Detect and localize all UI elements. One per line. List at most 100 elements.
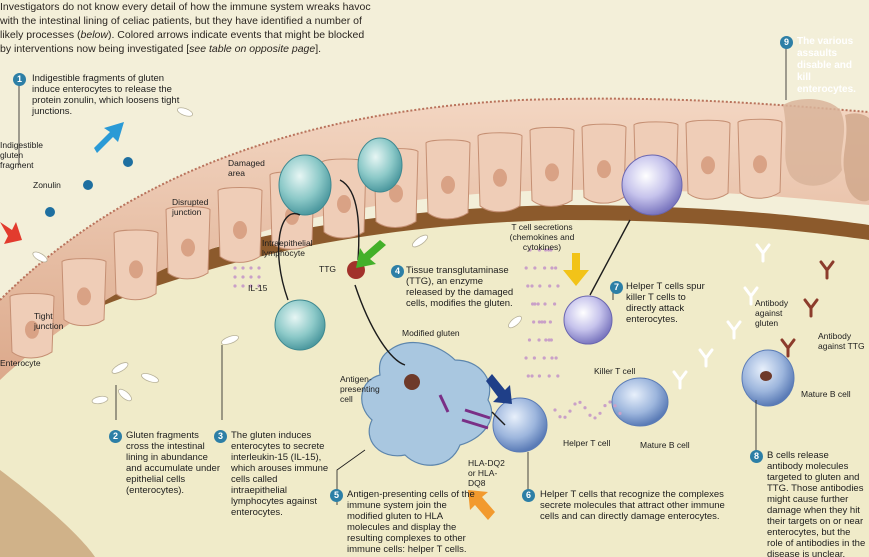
secretion-dot (549, 248, 553, 252)
label-mature-b-cell-2: Mature B cell (801, 389, 851, 399)
enterocyte-nucleus (493, 168, 507, 187)
secretion-dot (249, 284, 253, 288)
intervention-arrows (0, 122, 589, 520)
secretion-dot (554, 356, 558, 360)
secretion-dot (598, 411, 602, 415)
step-1-badge: 1 (13, 73, 26, 86)
secretion-dot (542, 356, 546, 360)
secretion-dot (249, 275, 253, 279)
step-9-badge: 9 (780, 36, 793, 49)
step-7-badge: 7 (610, 281, 623, 294)
intro-see-table: see table on opposite page (189, 43, 316, 55)
step-6-badge: 6 (522, 489, 535, 502)
label-t-cell-secretions: T cell secretions (chemokines and cytoki… (509, 222, 575, 252)
enterocyte-nucleus (597, 160, 611, 179)
enterocyte-nucleus (337, 194, 351, 213)
step-3-text: The gluten induces enterocytes to secret… (231, 430, 329, 518)
intro-text-3: ]. (315, 43, 322, 55)
step-1-text: Indigestible fragments of gluten induce … (32, 73, 180, 117)
secretion-dot (532, 356, 536, 360)
lymphocyte-lamina (274, 299, 326, 351)
secretion-dot (257, 275, 261, 279)
secretion-dot (578, 400, 582, 404)
secretion-dot (528, 248, 532, 252)
blue-arrow-1 (94, 122, 124, 153)
secretion-dot (548, 320, 552, 324)
enterocyte-nucleus (233, 221, 247, 240)
secretion-dot (537, 320, 541, 324)
secretion-dot (593, 416, 597, 420)
secretion-dot (573, 402, 577, 406)
secretion-dot (526, 284, 530, 288)
label-antigen-presenting-cell: Antigen-presenting cell (340, 374, 380, 404)
secretion-dot (550, 266, 554, 270)
secretion-dot (556, 374, 560, 378)
zonulin-molecules (45, 157, 133, 217)
enterocyte-nucleus (701, 156, 715, 175)
intraepithelial-lymphocyte-2 (357, 137, 403, 193)
enterocyte-nucleus (25, 320, 39, 339)
secretion-dot (233, 266, 237, 270)
orange-arrow (468, 490, 495, 520)
label-disrupted-junction: Disrupted junction (172, 197, 209, 217)
brush-border (0, 97, 869, 301)
dying-enterocytes (783, 98, 869, 202)
secretion-dot (618, 411, 622, 415)
yellow-arrow-7 (563, 253, 589, 286)
secretion-dot (544, 248, 548, 252)
secretion-dot (527, 338, 532, 342)
secretion-dot (613, 404, 617, 408)
secretion-dot (538, 284, 542, 288)
step-8-badge: 8 (750, 450, 763, 463)
green-arrow-4 (356, 240, 386, 268)
enterocyte-nucleus (441, 175, 455, 194)
antibody-against-gluten-group (672, 243, 771, 390)
step-5-text: Antigen-presenting cells of the immune s… (347, 489, 475, 555)
secretion-dot (563, 415, 567, 419)
secretion-dot (526, 374, 530, 378)
enterocyte-cells (9, 118, 783, 359)
secretion-dot (583, 406, 587, 410)
secretion-dot (257, 266, 261, 270)
secretion-dot (543, 266, 547, 270)
secretion-dot (537, 374, 542, 378)
modified-gluten-blob (404, 374, 420, 390)
secretion-dot (547, 374, 551, 378)
secretion-dot (233, 275, 237, 279)
secretion-dot (536, 302, 540, 306)
secretion-dot (249, 266, 253, 270)
label-indigestible-gluten-fragment: Indigestible gluten fragment (0, 140, 44, 170)
label-damaged-area: Damaged area (228, 158, 265, 178)
secretion-dot (550, 356, 554, 360)
secretion-dot (530, 284, 534, 288)
label-modified-gluten: Modified gluten (402, 328, 460, 338)
b-cell-nucleus (760, 371, 772, 381)
killer-t-cell (563, 295, 613, 345)
secretion-dot (524, 356, 528, 360)
secretion-dot (553, 408, 557, 412)
enterocyte-nucleus (77, 287, 91, 306)
secretion-dot (552, 302, 557, 306)
secretion-dot (532, 320, 536, 324)
navy-arrow-5 (486, 374, 512, 404)
intro-text-1: Investigators do not know every detail o… (0, 1, 371, 41)
secretion-dot (554, 266, 558, 270)
antigen-presenting-cell-shape (361, 341, 493, 466)
antibody-against-ttg-group (780, 260, 835, 358)
label-zonulin: Zonulin (33, 180, 61, 190)
intraepithelial-lymphocyte (278, 154, 332, 216)
secretion-dot (537, 248, 541, 252)
label-intraepithelial-lymphocyte: Intraepithelial lymphocyte (262, 238, 313, 258)
secretion-dot (546, 248, 551, 252)
secretion-dot (540, 320, 544, 324)
step-6-text: Helper T cells that recognize the comple… (540, 489, 725, 522)
secretion-dot (241, 284, 245, 288)
secretion-dot (543, 302, 547, 306)
enterocyte-nucleus (545, 163, 559, 182)
secretion-dot (257, 284, 261, 288)
secretion-dot (547, 338, 551, 342)
secretion-dot (603, 404, 607, 408)
secretion-dot (530, 374, 534, 378)
